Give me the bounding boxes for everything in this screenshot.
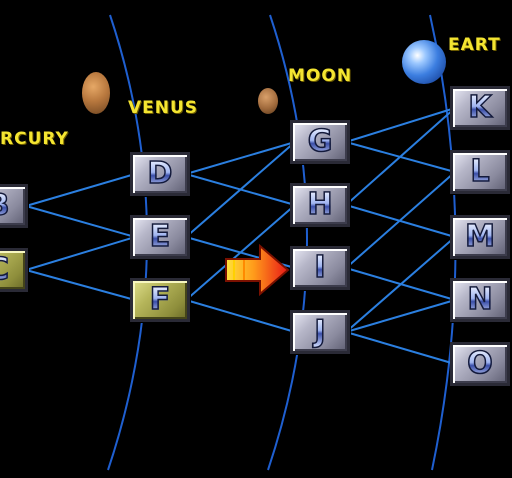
venus-planet-icon bbox=[82, 72, 110, 114]
stage-n-button[interactable]: N bbox=[450, 278, 510, 322]
moon-planet-icon bbox=[258, 88, 278, 114]
stage-j-letter: J bbox=[314, 314, 327, 349]
stage-c-letter: C bbox=[0, 254, 10, 286]
stage-o-button[interactable]: O bbox=[450, 342, 510, 386]
stage-i-letter: I bbox=[314, 250, 327, 285]
stage-k-letter: K bbox=[468, 90, 493, 125]
venus-orbit bbox=[267, 14, 308, 471]
stage-f-letter: F bbox=[149, 282, 171, 317]
stage-m-button[interactable]: M bbox=[450, 215, 510, 259]
mercury-label: RCURY bbox=[0, 129, 69, 149]
stage-g-letter: G bbox=[307, 124, 333, 159]
route-lines bbox=[25, 107, 456, 365]
earth-planet-icon bbox=[402, 40, 446, 84]
stage-e-letter: E bbox=[149, 219, 171, 254]
stage-l-letter: L bbox=[470, 154, 491, 189]
stage-d-button[interactable]: D bbox=[130, 152, 190, 196]
stage-o-letter: O bbox=[466, 346, 493, 381]
stage-g-button[interactable]: G bbox=[290, 120, 350, 164]
stage-l-button[interactable]: L bbox=[450, 150, 510, 194]
stage-b-letter: B bbox=[0, 190, 10, 222]
stage-h-letter: H bbox=[307, 187, 334, 222]
stage-m-letter: M bbox=[464, 219, 495, 254]
stage-f-button[interactable]: F bbox=[130, 278, 190, 322]
selection-arrow-icon bbox=[225, 244, 290, 296]
stage-n-letter: N bbox=[467, 282, 494, 317]
stage-d-letter: D bbox=[147, 156, 173, 191]
stage-i-button[interactable]: I bbox=[290, 246, 350, 290]
stage-b-button[interactable]: B bbox=[0, 184, 28, 228]
stage-j-button[interactable]: J bbox=[290, 310, 350, 354]
venus-label: VENUS bbox=[128, 98, 199, 118]
moon-label: MOON bbox=[288, 66, 353, 86]
stage-e-button[interactable]: E bbox=[130, 215, 190, 259]
stage-k-button[interactable]: K bbox=[450, 86, 510, 130]
stage-h-button[interactable]: H bbox=[290, 183, 350, 227]
stage-c-button[interactable]: C bbox=[0, 248, 28, 292]
earth-label: EART bbox=[448, 35, 501, 55]
